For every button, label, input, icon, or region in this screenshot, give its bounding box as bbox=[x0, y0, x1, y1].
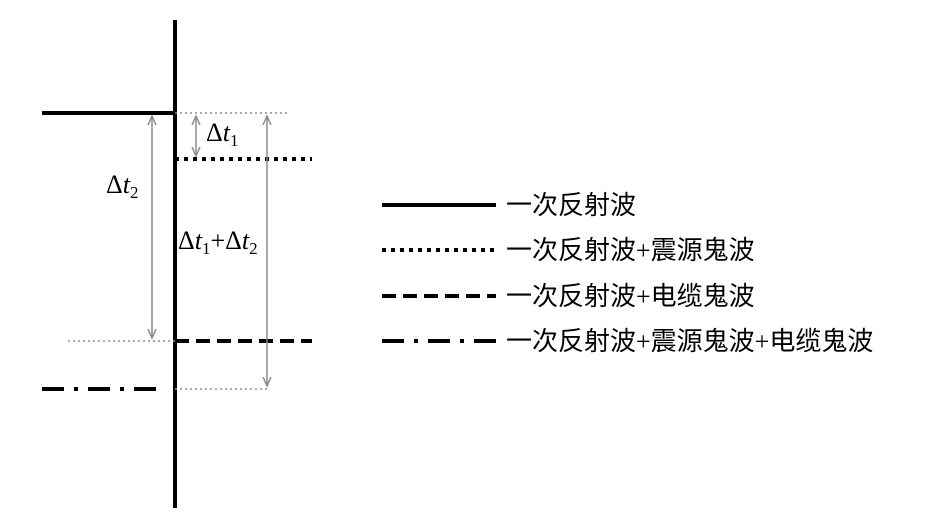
dt1-plus-dt2-label: Δt1+Δt2 bbox=[178, 226, 258, 258]
dt1-label: Δt1 bbox=[206, 118, 238, 150]
legend: 一次反射波 一次反射波+震源鬼波 一次反射波+电缆鬼波 一次反射波+震源鬼波+电… bbox=[382, 191, 873, 356]
legend-label-primary: 一次反射波 bbox=[506, 191, 636, 220]
legend-label-source-ghost: 一次反射波+震源鬼波 bbox=[506, 236, 755, 265]
dt2-label: Δt2 bbox=[106, 170, 138, 202]
legend-label-combined-ghost: 一次反射波+震源鬼波+电缆鬼波 bbox=[506, 327, 873, 356]
legend-label-cable-ghost: 一次反射波+电缆鬼波 bbox=[506, 282, 755, 311]
